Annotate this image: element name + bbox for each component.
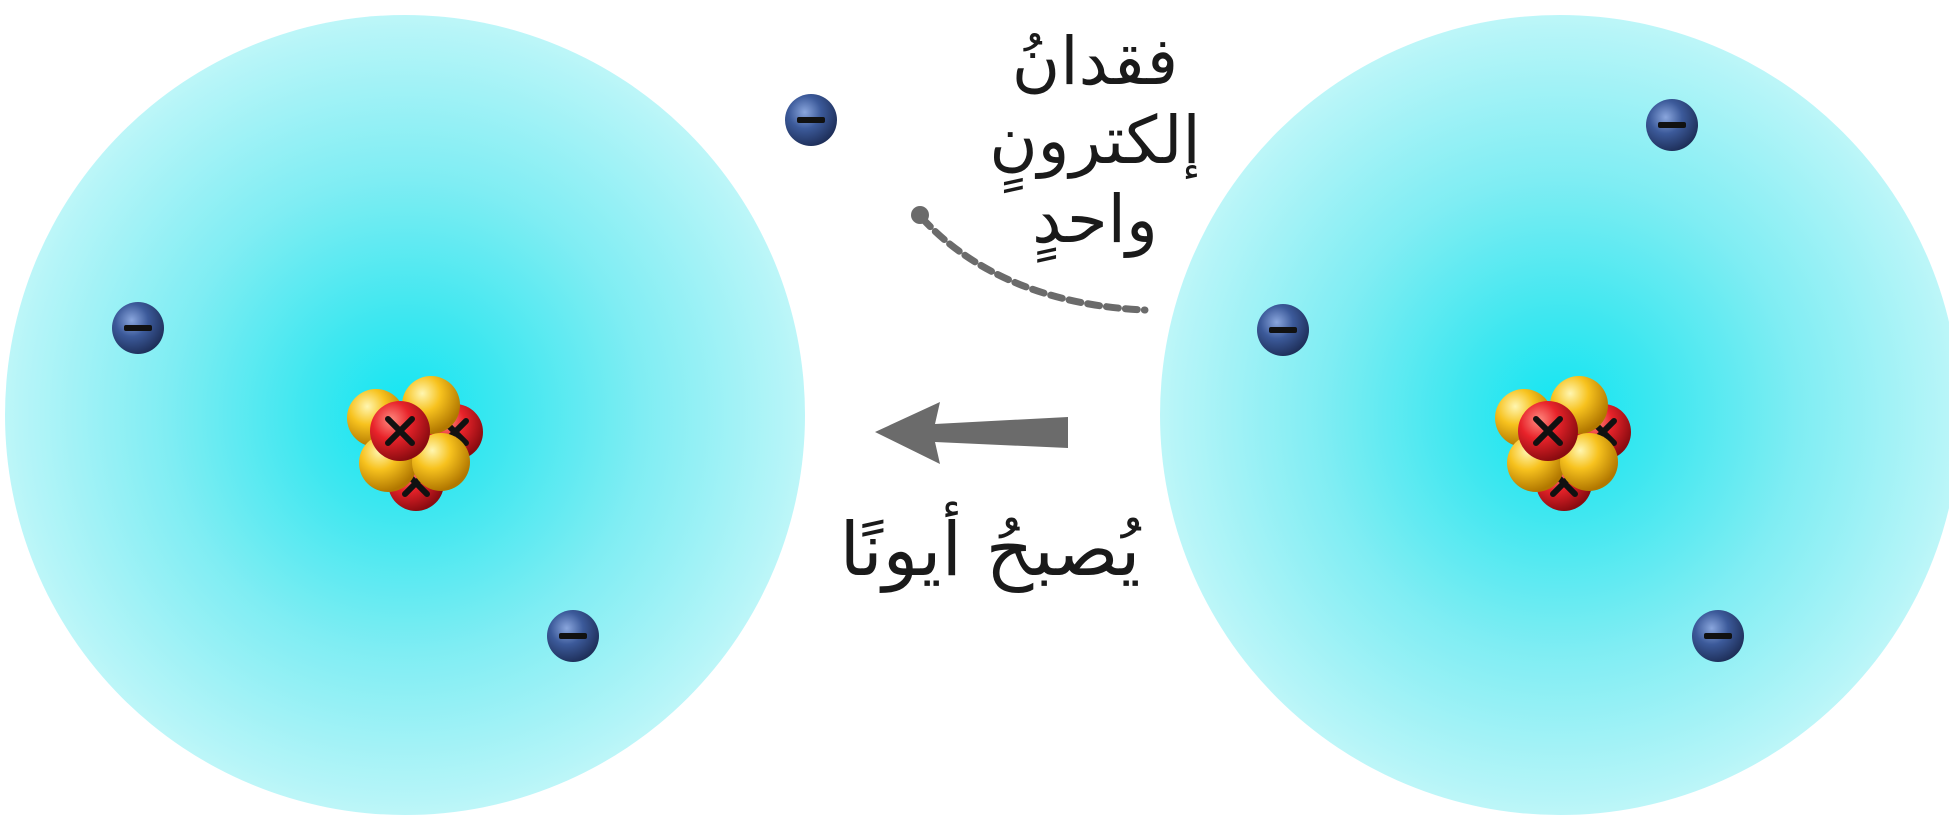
electron-loss-line-3: واحدٍ [930, 180, 1260, 259]
electron-loss-label: فقدانُ إلكترونٍ واحدٍ [930, 22, 1260, 260]
becomes-ion-label: يُصبحُ أيونًا [780, 506, 1200, 595]
left-arrow-icon [875, 402, 1068, 464]
electron-loss-line-2: إلكترونٍ [930, 101, 1260, 180]
electron-loss-line-1: فقدانُ [930, 22, 1260, 101]
